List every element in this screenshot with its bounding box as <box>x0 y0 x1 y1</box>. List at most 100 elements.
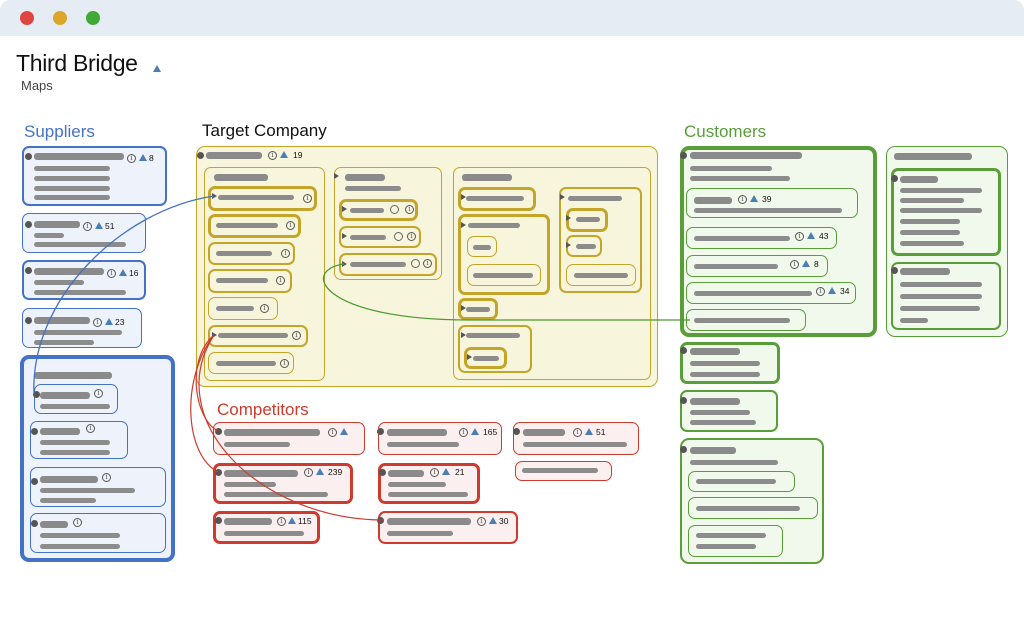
info-icon[interactable]: i <box>281 249 290 258</box>
close-button[interactable] <box>20 11 34 25</box>
info-icon[interactable]: i <box>127 154 136 163</box>
link-icon[interactable] <box>394 232 403 241</box>
info-icon[interactable]: i <box>292 331 301 340</box>
maximize-button[interactable] <box>86 11 100 25</box>
connector-dot <box>379 469 386 476</box>
placeholder-text <box>216 223 278 228</box>
arrow-icon <box>342 261 347 267</box>
placeholder-text <box>900 208 982 213</box>
placeholder-text <box>216 361 276 366</box>
info-icon[interactable]: i <box>738 195 747 204</box>
placeholder-text <box>224 531 304 536</box>
info-icon[interactable]: i <box>280 359 289 368</box>
info-icon[interactable]: i <box>573 428 582 437</box>
competitor-card[interactable] <box>513 422 639 455</box>
info-icon[interactable]: i <box>94 389 103 398</box>
placeholder-text <box>576 217 600 222</box>
count-badge: 21 <box>455 467 465 477</box>
placeholder-text <box>690 420 756 425</box>
info-icon[interactable]: i <box>286 221 295 230</box>
placeholder-text <box>34 176 110 181</box>
triangle-icon <box>105 318 113 325</box>
placeholder-text <box>900 188 982 193</box>
title-bar <box>0 0 1024 36</box>
placeholder-text <box>900 230 960 235</box>
placeholder-text <box>216 251 272 256</box>
info-icon[interactable]: i <box>107 269 116 278</box>
placeholder-text <box>224 442 290 447</box>
placeholder-text <box>696 533 766 538</box>
connector-dot <box>33 391 40 398</box>
placeholder-text <box>34 340 94 345</box>
connector-dot <box>31 520 38 527</box>
customer-card[interactable] <box>688 525 783 557</box>
placeholder-text <box>694 264 778 269</box>
connector-dot <box>377 517 384 524</box>
connector-dot <box>215 517 222 524</box>
link-icon[interactable] <box>411 259 420 268</box>
info-icon[interactable]: i <box>328 428 337 437</box>
connector-dot <box>377 428 384 435</box>
count-badge: 8 <box>149 153 154 163</box>
placeholder-text <box>40 544 120 549</box>
info-icon[interactable]: i <box>304 468 313 477</box>
info-icon[interactable]: i <box>268 151 277 160</box>
placeholder-text <box>34 221 80 228</box>
arrow-icon <box>212 332 217 338</box>
placeholder-text <box>900 176 938 183</box>
triangle-icon <box>316 468 324 475</box>
placeholder-text <box>900 241 964 246</box>
info-icon[interactable]: i <box>405 205 414 214</box>
placeholder-text <box>345 174 385 181</box>
placeholder-text <box>40 533 120 538</box>
placeholder-text <box>473 245 491 250</box>
section-title-competitors: Competitors <box>217 400 309 419</box>
competitor-card[interactable] <box>378 511 518 544</box>
arrow-icon <box>566 242 571 248</box>
info-icon[interactable]: i <box>430 468 439 477</box>
connector-dot <box>25 221 32 228</box>
connector-dot <box>680 446 687 453</box>
placeholder-text <box>34 166 110 171</box>
info-icon[interactable]: i <box>276 276 285 285</box>
placeholder-text <box>34 280 84 285</box>
info-icon[interactable]: i <box>303 194 312 203</box>
count-badge: 16 <box>129 268 139 278</box>
info-icon[interactable]: i <box>73 518 82 527</box>
info-icon[interactable]: i <box>277 517 286 526</box>
info-icon[interactable]: i <box>795 232 804 241</box>
count-badge: 8 <box>814 259 819 269</box>
info-icon[interactable]: i <box>477 517 486 526</box>
info-icon[interactable]: i <box>93 318 102 327</box>
info-icon[interactable]: i <box>816 287 825 296</box>
link-icon[interactable] <box>390 205 399 214</box>
arrow-icon <box>334 173 339 179</box>
competitor-card[interactable] <box>378 422 502 455</box>
placeholder-text <box>34 372 112 379</box>
placeholder-text <box>690 348 740 355</box>
placeholder-text <box>34 330 122 335</box>
competitor-card[interactable] <box>213 422 365 455</box>
placeholder-text <box>466 333 520 338</box>
placeholder-text <box>696 479 776 484</box>
placeholder-text <box>40 476 98 483</box>
info-icon[interactable]: i <box>83 222 92 231</box>
triangle-icon <box>288 517 296 524</box>
connector-dot <box>25 317 32 324</box>
placeholder-text <box>214 174 268 181</box>
placeholder-text <box>900 306 980 311</box>
info-icon[interactable]: i <box>260 304 269 313</box>
info-icon[interactable]: i <box>459 428 468 437</box>
placeholder-text <box>34 186 110 191</box>
supplier-card[interactable] <box>34 384 118 414</box>
info-icon[interactable]: i <box>423 259 432 268</box>
placeholder-text <box>224 429 320 436</box>
info-icon[interactable]: i <box>102 473 111 482</box>
arrow-icon <box>566 215 571 221</box>
minimize-button[interactable] <box>53 11 67 25</box>
placeholder-text <box>694 197 732 204</box>
info-icon[interactable]: i <box>407 232 416 241</box>
info-icon[interactable]: i <box>790 260 799 269</box>
placeholder-text <box>690 410 750 415</box>
info-icon[interactable]: i <box>86 424 95 433</box>
